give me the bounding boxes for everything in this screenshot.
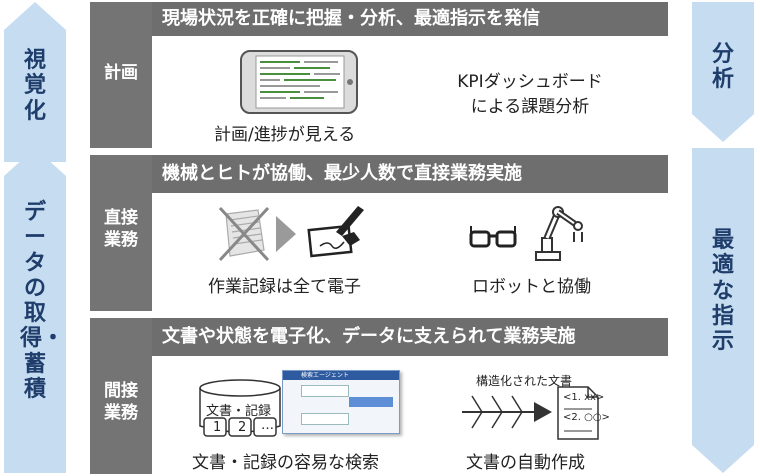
caption-robot-collab: ロボットと協働 — [472, 277, 591, 297]
right-arrow-bottom-label: 最適な指示 — [711, 228, 734, 355]
doc-line-2: <2. ○○> — [563, 412, 610, 423]
row-plan-header: 現場状況を正確に把握・分析、最適指示を発信 — [152, 2, 668, 36]
row-plan: 計画 現場状況を正確に把握・分析、最適指示を発信 — [90, 2, 668, 148]
search-agent-title-bar — [283, 371, 399, 380]
row-plan-body — [152, 36, 668, 148]
chat-bubble-1 — [301, 385, 349, 397]
left-arrow-top — [4, 2, 66, 162]
tablet-icon — [240, 50, 358, 114]
row-direct-label: 直接 業務 — [104, 208, 138, 251]
right-arrow-icon — [276, 216, 296, 252]
goggles-icon — [469, 226, 517, 248]
caption-plan-progress: 計画/進捗が見える — [214, 125, 356, 145]
doc-line-1: <1. xx> — [563, 392, 605, 403]
db-item-3: … — [261, 418, 274, 433]
crossed-paper-icon — [218, 206, 270, 262]
chat-bubble-2 — [349, 397, 393, 407]
left-arrow-top-label: 視覚化 — [23, 48, 46, 124]
caption-auto-doc: 文書の自動作成 — [466, 453, 585, 473]
chat-bubble-3 — [301, 413, 349, 425]
document-icon — [557, 386, 599, 440]
row-plan-label: 計画 — [104, 63, 138, 83]
row-indirect-label-col — [90, 318, 152, 474]
search-agent-title: 検索エージェント — [301, 372, 349, 379]
row-indirect-label: 間接 業務 — [104, 381, 138, 424]
db-item-1: 1 — [213, 420, 222, 435]
structured-doc-label: 構造化された文書 — [476, 374, 573, 388]
row-direct-header: 機械とヒトが協働、最少人数で直接業務実施 — [152, 155, 668, 193]
row-indirect: 間接 業務 文書や状態を電子化、データに支えられて業務実施 — [90, 318, 668, 474]
caption-work-records: 作業記録は全て電子 — [208, 277, 361, 297]
right-arrow-bottom — [692, 148, 754, 473]
search-agent-screen: 検索エージェント — [282, 370, 400, 434]
row-indirect-header: 文書や状態を電子化、データに支えられて業務実施 — [152, 318, 668, 356]
caption-doc-search: 文書・記録の容易な検索 — [192, 453, 379, 473]
robot-arm-icon — [535, 206, 583, 261]
right-arrow-top-label: 分析 — [711, 42, 734, 93]
db-label: 文書・記録 — [206, 404, 272, 419]
left-arrow-bottom — [4, 148, 66, 473]
fishbone-icon — [462, 395, 542, 429]
row-direct-label-col — [90, 155, 152, 311]
pen-tablet-icon — [307, 206, 364, 258]
db-item-2: 2 — [238, 420, 247, 435]
caption-kpi-dashboard: KPIダッシュボード による課題分析 — [457, 72, 603, 117]
right-arrow-top — [692, 2, 754, 142]
arrow-to-doc-icon — [534, 402, 552, 422]
row-plan-label-col — [90, 2, 152, 148]
database-icon — [199, 379, 281, 437]
left-arrow-bottom-label: データの取得・蓄積 — [20, 200, 65, 403]
